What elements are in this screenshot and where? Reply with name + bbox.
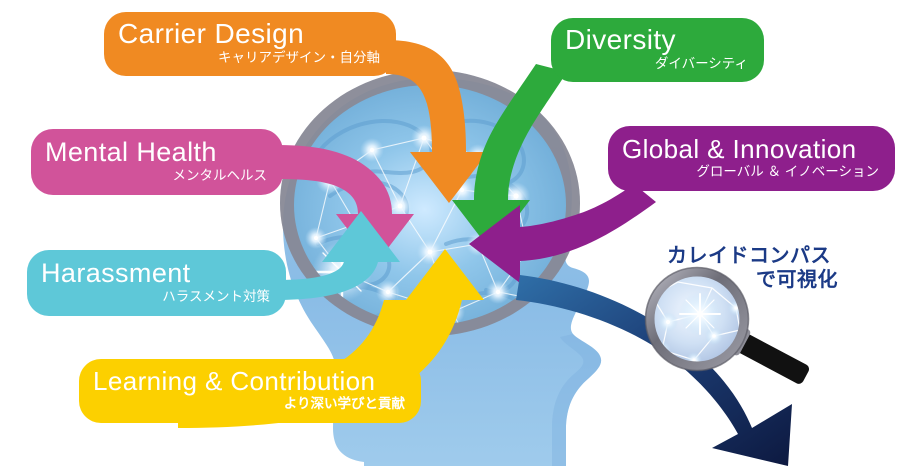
badge-harassment[interactable]: Harassment ハラスメント対策: [27, 250, 286, 316]
pink-arrow-right: [278, 145, 414, 265]
visualize-caption: カレイドコンパス で可視化: [646, 244, 852, 293]
visualize-caption-line2: で可視化: [756, 269, 838, 292]
magnifying-glass-icon: [644, 266, 810, 384]
badge-carrier-design[interactable]: Carrier Design キャリアデザイン・自分軸: [104, 12, 396, 76]
visualize-caption-line1: カレイドコンパス: [667, 245, 831, 267]
navy-curved-down-arrow: [516, 275, 792, 466]
badge-mental-health-en: Mental Health: [45, 136, 217, 167]
badge-diversity-en: Diversity: [565, 24, 676, 56]
badge-carrier-design-ja: キャリアデザイン・自分軸: [218, 50, 380, 66]
badge-carrier-design-en: Carrier Design: [118, 18, 305, 50]
badge-learning-contribution-en: Learning & Contribution: [93, 366, 376, 397]
badge-global-innovation[interactable]: Global & Innovation グローバル ＆ イノベーション: [608, 126, 895, 191]
badge-harassment-ja: ハラスメント対策: [162, 288, 270, 304]
badge-mental-health-ja: メンタルヘルス: [172, 167, 268, 183]
green-arrow-down: [452, 64, 567, 251]
purple-arrow-left: [469, 184, 656, 283]
badge-harassment-en: Harassment: [41, 257, 191, 288]
badge-learning-contribution[interactable]: Learning & Contribution より深い学びと貢献: [79, 359, 421, 423]
cyan-arrow-right: [275, 211, 400, 300]
badge-global-innovation-en: Global & Innovation: [622, 133, 857, 164]
badge-diversity[interactable]: Diversity ダイバーシティ: [551, 18, 764, 82]
orange-arrow-down: [386, 40, 488, 203]
badge-diversity-ja: ダイバーシティ: [654, 56, 748, 72]
badge-global-innovation-ja: グローバル ＆ イノベーション: [696, 163, 879, 179]
badge-learning-contribution-ja: より深い学びと貢献: [283, 396, 405, 411]
badge-mental-health[interactable]: Mental Health メンタルヘルス: [31, 129, 283, 195]
